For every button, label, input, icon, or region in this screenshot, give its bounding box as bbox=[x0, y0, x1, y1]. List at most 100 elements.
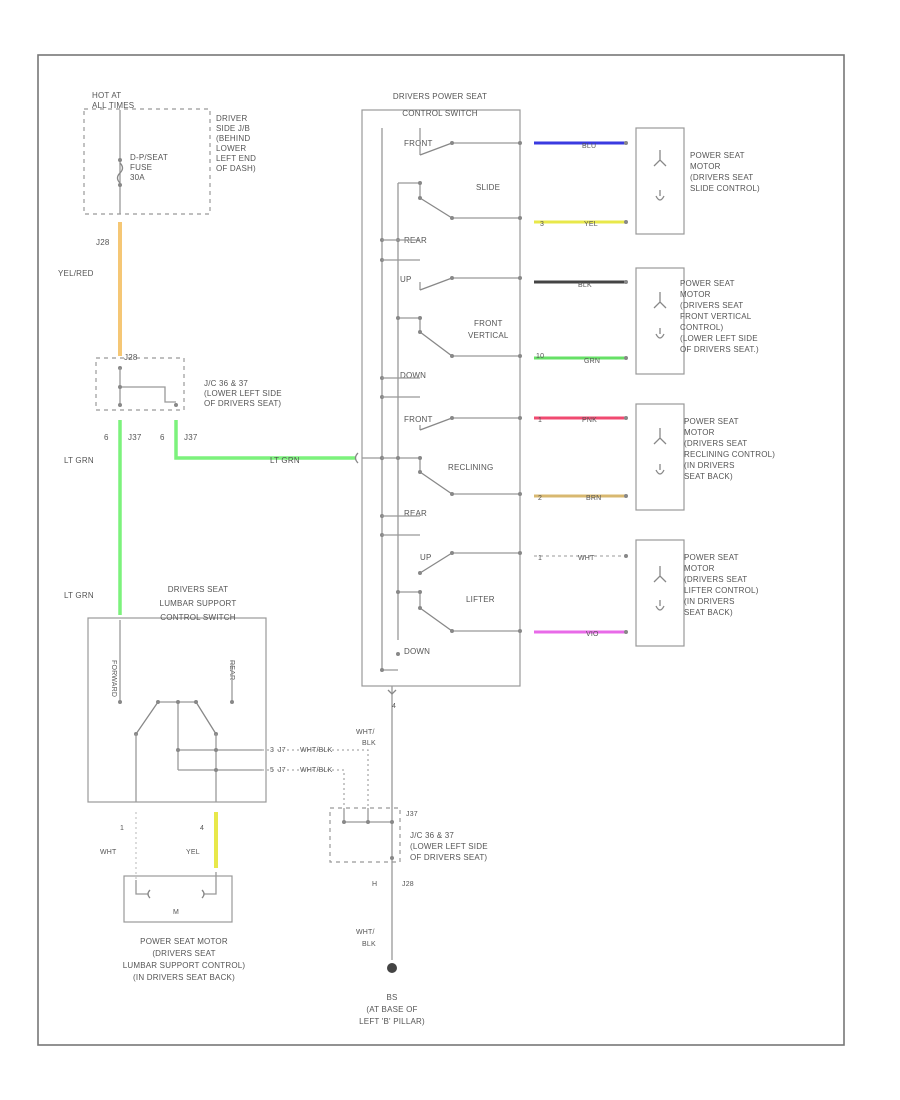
junction-label-4: LOWER bbox=[216, 144, 246, 153]
fv-down-label: DOWN bbox=[400, 371, 426, 380]
slide-up-label: FRONT bbox=[404, 139, 433, 148]
jc-top-pin-left: 6 bbox=[104, 433, 109, 442]
motor-lift-label-5: (IN DRIVERS bbox=[684, 597, 735, 606]
fuse-word: FUSE bbox=[130, 163, 152, 172]
lumbar-motor-wire-right: YEL bbox=[186, 849, 200, 856]
motor-fv-label-2: MOTOR bbox=[680, 290, 711, 299]
lumbar-forward-label: FORWARD bbox=[110, 660, 117, 697]
motor-fv-label-4: FRONT VERTICAL bbox=[680, 312, 752, 321]
junction-label-3: (BEHIND bbox=[216, 134, 250, 143]
ground-desc-1: (AT BASE OF bbox=[366, 1005, 417, 1014]
power-seat-switch: DRIVERS POWER SEAT CONTROL SWITCH FRONT … bbox=[361, 92, 522, 687]
switch-input-connector bbox=[354, 452, 359, 464]
fuse-amps: 30A bbox=[130, 173, 145, 182]
jc-top-conn-right: J37 bbox=[184, 433, 198, 442]
motor-rec-label-6: SEAT BACK) bbox=[684, 472, 733, 481]
motor-slide: POWER SEAT MOTOR (DRIVERS SEAT SLIDE CON… bbox=[635, 127, 760, 235]
lumbar-conn-a: J7 bbox=[278, 747, 286, 754]
lumbar-pin-a: 3 bbox=[270, 747, 274, 754]
motor-rec-label-5: (IN DRIVERS bbox=[684, 461, 735, 470]
fuse-block: HOT AT ALL TIMES D-P/SEAT FUSE 30A DRIVE… bbox=[83, 91, 256, 247]
wire-label-vio: VIO bbox=[586, 631, 599, 638]
hot-label-1: HOT AT bbox=[92, 91, 121, 100]
motor-icon bbox=[653, 566, 667, 611]
motor-lift-label-4: LIFTER CONTROL) bbox=[684, 586, 759, 595]
motor-lifter: POWER SEAT MOTOR (DRIVERS SEAT LIFTER CO… bbox=[635, 539, 759, 647]
pin-label-grn: 10 bbox=[536, 353, 544, 360]
wire-wht-blk-label-3b: BLK bbox=[362, 740, 376, 747]
lumbar-title-3: CONTROL SWITCH bbox=[160, 613, 235, 622]
junction-label-5: LEFT END bbox=[216, 154, 256, 163]
lumbar-title-2: LUMBAR SUPPORT bbox=[160, 599, 237, 608]
pin-label-pnk: 1 bbox=[538, 417, 542, 424]
lumbar-motor-mark: M bbox=[173, 909, 179, 916]
junction-label-1: DRIVER bbox=[216, 114, 247, 123]
jc-top-conn: J28 bbox=[124, 353, 138, 362]
wire-lt-grn-label-2: LT GRN bbox=[270, 456, 300, 465]
motor-icon bbox=[653, 292, 667, 339]
ground-pin-top: 4 bbox=[392, 703, 396, 710]
junction-label-2: SIDE J/B bbox=[216, 124, 250, 133]
wire-wht-blk-label-2: WHT/BLK bbox=[300, 767, 333, 774]
fuse-name: D-P/SEAT bbox=[130, 153, 168, 162]
lumbar-switch: DRIVERS SEAT LUMBAR SUPPORT CONTROL SWIT… bbox=[87, 585, 286, 803]
wire-lt-grn-label-3: LT GRN bbox=[64, 591, 94, 600]
lumbar-motor-pin-left: 1 bbox=[120, 825, 124, 832]
motor-icon bbox=[147, 889, 205, 899]
jc-top-pin-right: 6 bbox=[160, 433, 165, 442]
jc-bottom-pin: H bbox=[372, 881, 377, 888]
fuse-icon bbox=[116, 162, 124, 184]
pin-label-brn: 2 bbox=[538, 495, 542, 502]
hot-label-2: ALL TIMES bbox=[92, 101, 134, 110]
lumbar-motor-label-4: (IN DRIVERS SEAT BACK) bbox=[133, 973, 235, 982]
junction-label-6: OF DASH) bbox=[216, 164, 256, 173]
lumbar-motor: M POWER SEAT MOTOR (DRIVERS SEAT LUMBAR … bbox=[123, 872, 245, 982]
motor-fv-label-7: OF DRIVERS SEAT.) bbox=[680, 345, 759, 354]
wire-wht-blk-label-4a: WHT/ bbox=[356, 929, 375, 936]
jc-top: J28 J/C 36 & 37 (LOWER LEFT SIDE OF DRIV… bbox=[95, 353, 282, 442]
wire-wht-blk-label-1: WHT/BLK bbox=[300, 747, 333, 754]
motor-icon bbox=[653, 428, 667, 475]
wire-lt-grn-label: LT GRN bbox=[64, 456, 94, 465]
motor-rec-label-2: MOTOR bbox=[684, 428, 715, 437]
motor-rec-label-4: RECLINING CONTROL) bbox=[684, 450, 775, 459]
lumbar-motor-pin-right: 4 bbox=[200, 825, 204, 832]
lumbar-motor-wire-left: WHT bbox=[100, 849, 117, 856]
wire-wht-blk-2 bbox=[262, 769, 345, 808]
jc-bottom-conn: J37 bbox=[406, 811, 418, 818]
motor-rec-label-1: POWER SEAT bbox=[684, 417, 739, 426]
wire-yel-red-label: YEL/RED bbox=[58, 269, 94, 278]
wire-wht-blk-1 bbox=[262, 749, 369, 808]
switch-title-1: DRIVERS POWER SEAT bbox=[393, 92, 487, 101]
motor-slide-label-4: SLIDE CONTROL) bbox=[690, 184, 760, 193]
ground-desc-2: LEFT 'B' PILLAR) bbox=[359, 1017, 425, 1026]
jc-top-desc-3: OF DRIVERS SEAT) bbox=[204, 399, 281, 408]
jc-bottom-desc-3: OF DRIVERS SEAT) bbox=[410, 853, 487, 862]
wire-label-blk: BLK bbox=[578, 282, 592, 289]
motor-fv-label-6: (LOWER LEFT SIDE bbox=[680, 334, 758, 343]
lumbar-title-1: DRIVERS SEAT bbox=[168, 585, 229, 594]
ground-id: BS bbox=[386, 993, 397, 1002]
motor-fv-label-3: (DRIVERS SEAT bbox=[680, 301, 743, 310]
jc-top-conn-left: J37 bbox=[128, 433, 142, 442]
jc-bottom-conn-out: J28 bbox=[402, 881, 414, 888]
jc-top-desc-2: (LOWER LEFT SIDE bbox=[204, 389, 282, 398]
lumbar-motor-label-1: POWER SEAT MOTOR bbox=[140, 937, 228, 946]
motor-reclining: POWER SEAT MOTOR (DRIVERS SEAT RECLINING… bbox=[635, 403, 775, 511]
diagram-frame bbox=[37, 54, 845, 1046]
slide-name: SLIDE bbox=[476, 183, 500, 192]
fv-name-2: VERTICAL bbox=[468, 331, 509, 340]
lift-up-label: UP bbox=[420, 553, 432, 562]
wire-label-wht: WHT bbox=[578, 555, 595, 562]
motor-icon bbox=[653, 150, 667, 201]
motor-lift-label-2: MOTOR bbox=[684, 564, 715, 573]
wire-wht-blk-label-3a: WHT/ bbox=[356, 729, 375, 736]
jc-bottom-desc-2: (LOWER LEFT SIDE bbox=[410, 842, 488, 851]
motor-slide-label-1: POWER SEAT bbox=[690, 151, 745, 160]
rec-name: RECLINING bbox=[448, 463, 493, 472]
motor-fv-label-5: CONTROL) bbox=[680, 323, 724, 332]
motor-lift-label-1: POWER SEAT bbox=[684, 553, 739, 562]
wire-lt-grn-across bbox=[174, 420, 355, 460]
ground-point: BS (AT BASE OF LEFT 'B' PILLAR) bbox=[359, 963, 425, 1026]
